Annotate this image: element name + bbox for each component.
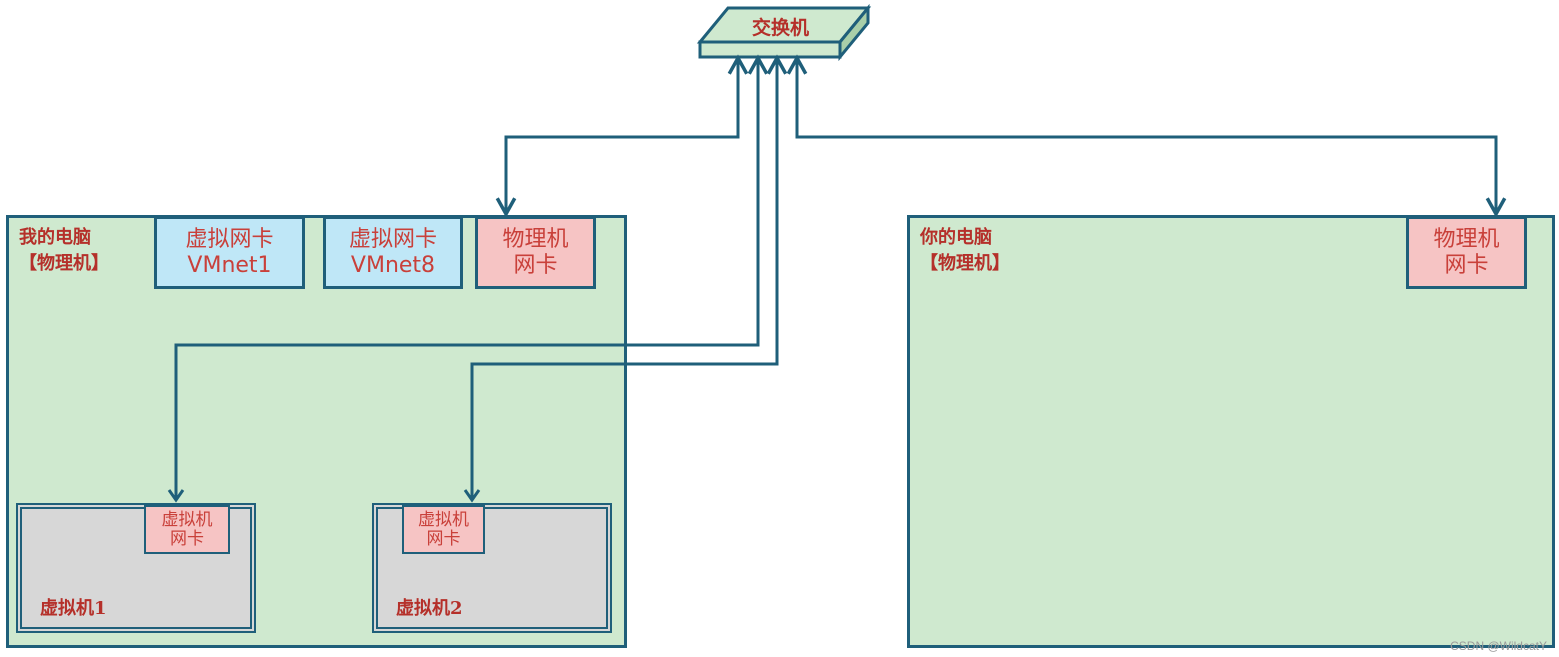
watermark: CSDN @WildcatY	[1450, 639, 1547, 653]
nic-label-line1: 物理机	[1433, 226, 1500, 252]
vm1-nic: 虚拟机 网卡	[144, 505, 230, 554]
nic-label-line2: 网卡	[426, 528, 461, 549]
nic-label-line1: 虚拟机	[418, 509, 469, 530]
link-switch-my-physical-nic	[506, 58, 738, 214]
vm2-label: 虚拟机2	[396, 598, 463, 619]
nic-label-line2: VMnet8	[350, 252, 436, 278]
nic-label-line2: 网卡	[170, 528, 204, 549]
vmnet8-nic: 虚拟网卡 VMnet8	[323, 216, 463, 289]
my-computer-subtitle: 【物理机】	[19, 253, 109, 274]
nic-label-line2: 网卡	[513, 252, 558, 278]
nic-label-line2: 网卡	[1444, 252, 1489, 278]
nic-label-line1: 虚拟机	[161, 509, 213, 530]
nic-label-line1: 虚拟网卡	[348, 226, 437, 252]
vm2-nic: 虚拟机 网卡	[402, 505, 485, 554]
nic-label-line1: 虚拟网卡	[185, 226, 274, 252]
switch-device	[696, 3, 872, 62]
link-switch-your-physical-nic	[797, 58, 1496, 214]
my-computer-title: 我的电脑	[19, 227, 91, 248]
your-physical-nic: 物理机 网卡	[1406, 216, 1527, 289]
my-physical-nic: 物理机 网卡	[475, 216, 596, 289]
your-computer-subtitle: 【物理机】	[920, 253, 1010, 274]
your-computer-title: 你的电脑	[920, 227, 992, 248]
vmnet1-nic: 虚拟网卡 VMnet1	[154, 216, 305, 289]
nic-label-line2: VMnet1	[187, 252, 272, 278]
nic-label-line1: 物理机	[502, 226, 569, 252]
vm1-label: 虚拟机1	[40, 598, 107, 619]
switch-label: 交换机	[752, 17, 810, 39]
